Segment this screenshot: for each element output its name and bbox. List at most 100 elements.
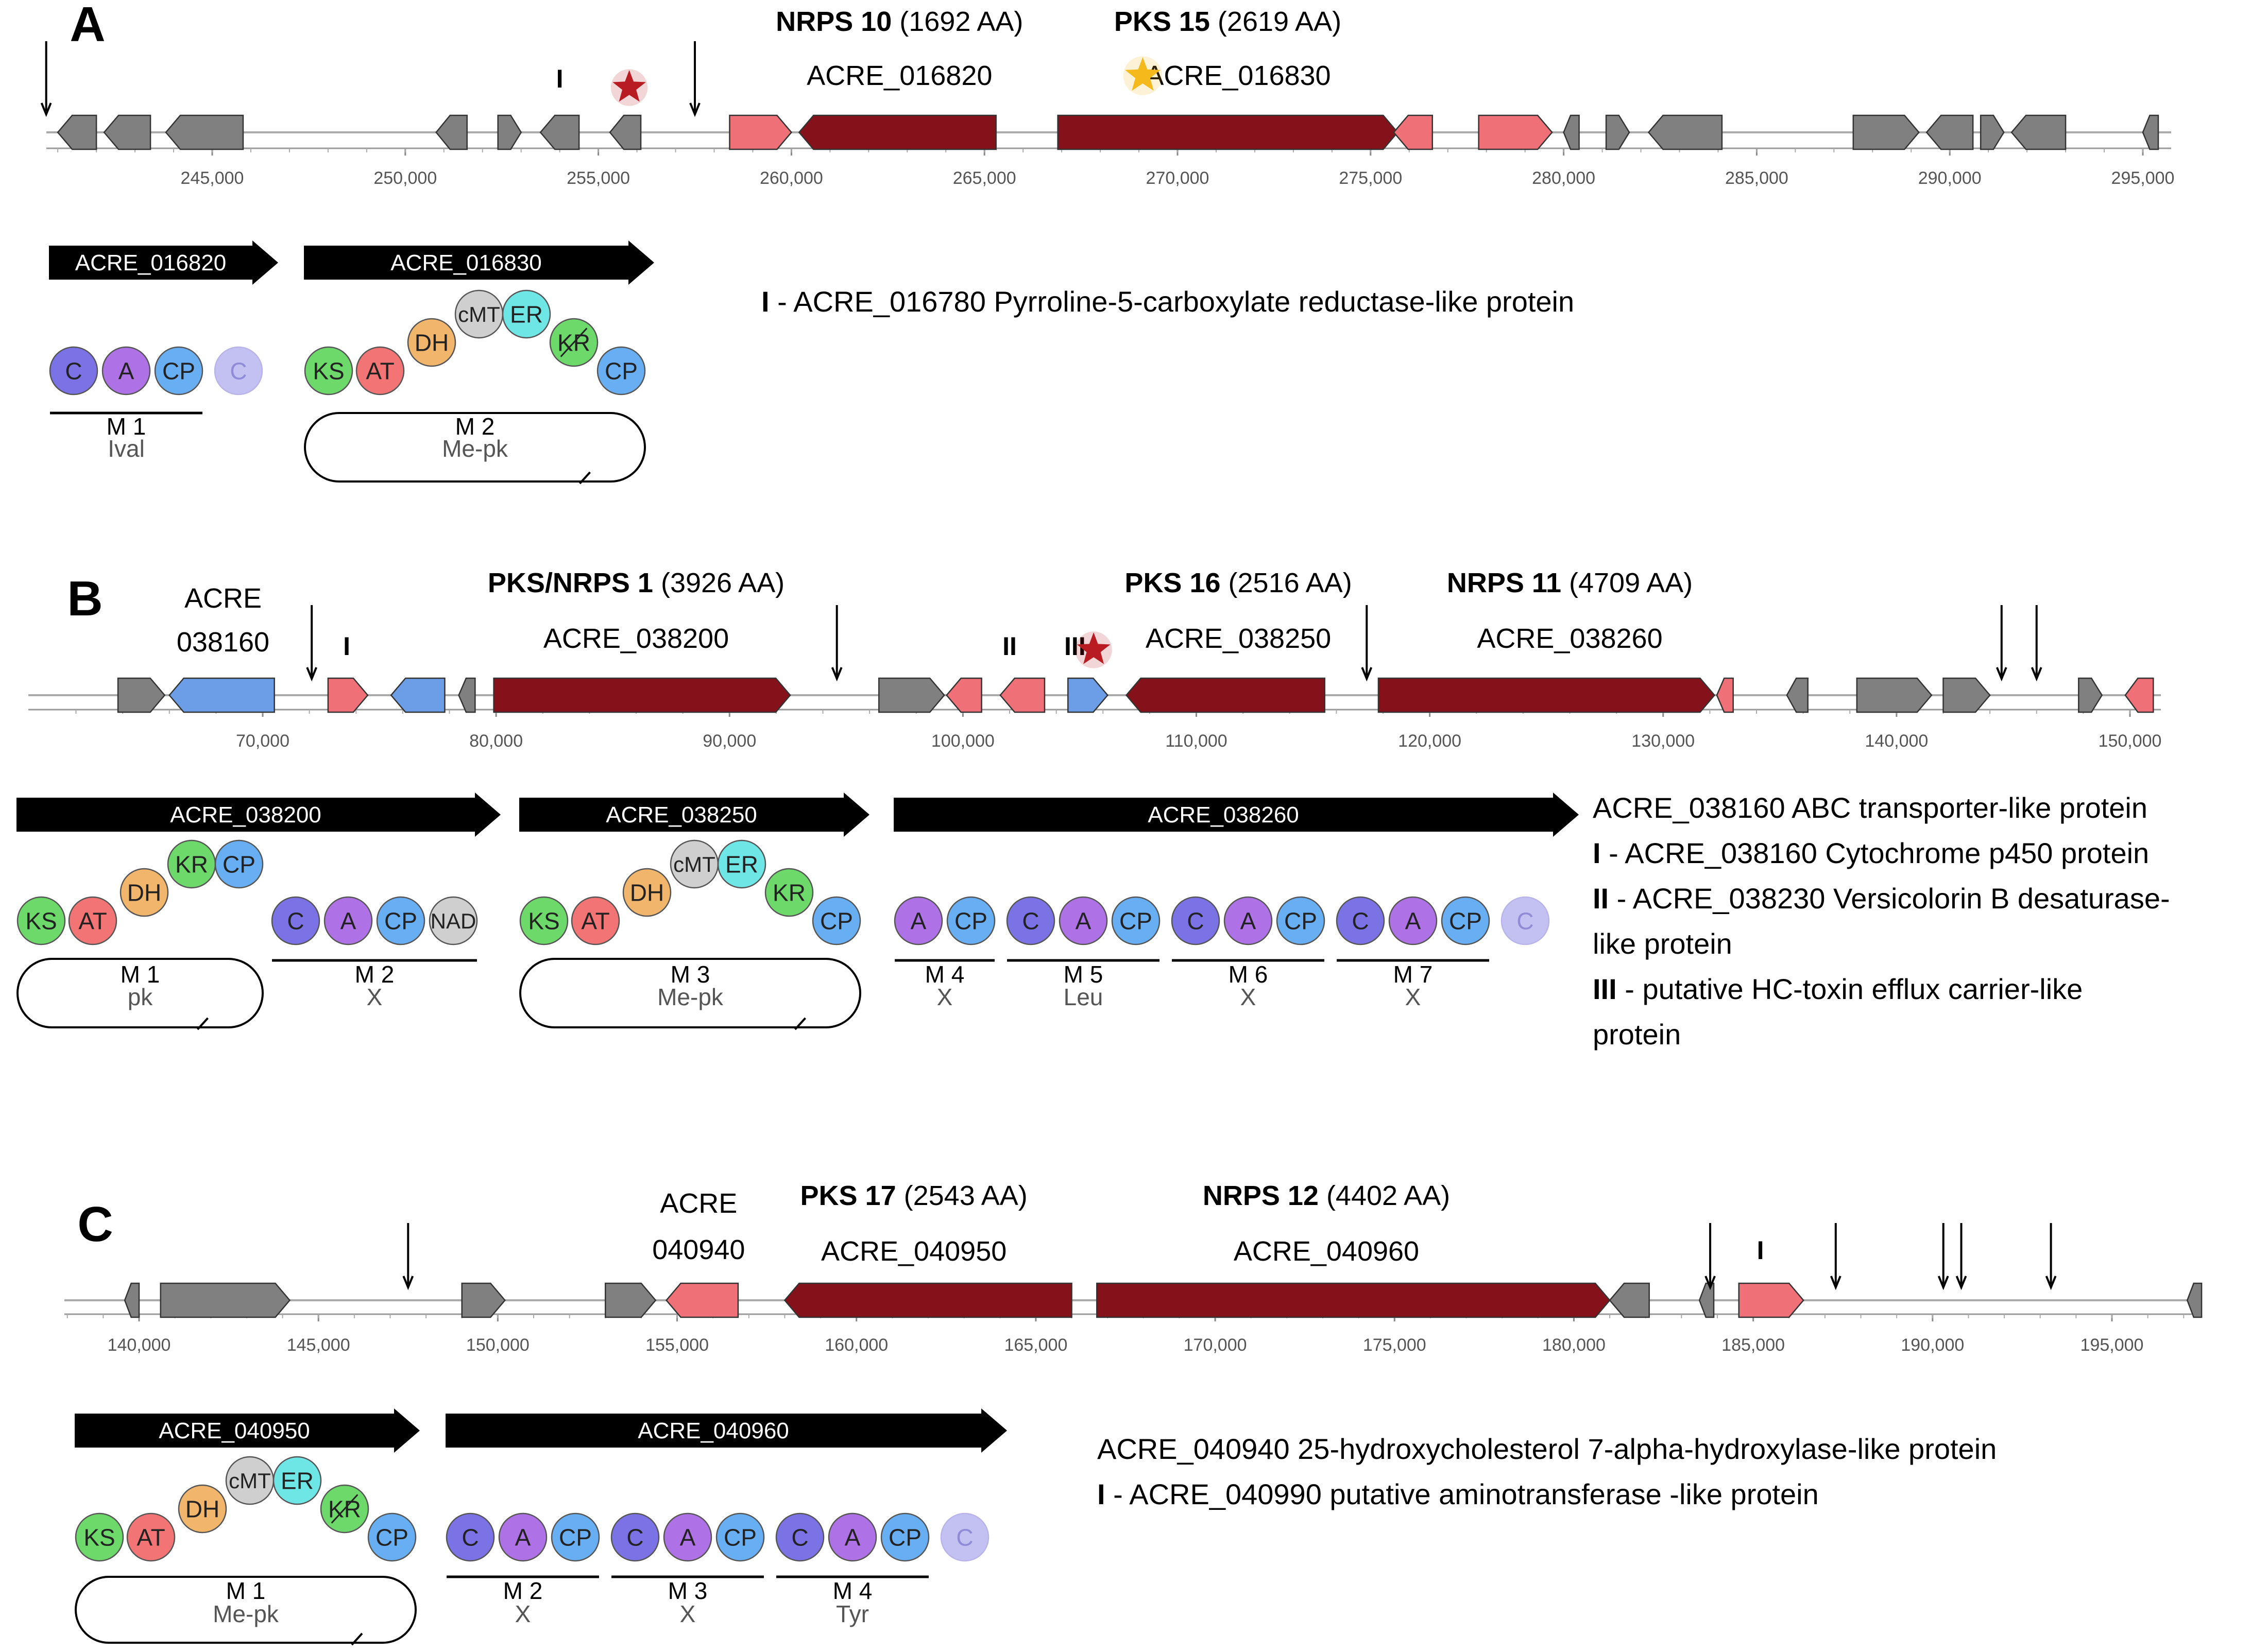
domain-label: C [1022, 908, 1039, 935]
domain-circle [272, 1456, 322, 1505]
domain-circle [498, 1512, 548, 1562]
gene-arrow [168, 677, 275, 713]
cluster-name: PKS 17 [800, 1180, 896, 1211]
domain-kr: KR [764, 868, 814, 917]
domain-label: CP [605, 358, 638, 385]
domain-circle [596, 346, 646, 395]
domain-circle [376, 896, 425, 945]
cluster-gene-id: ACRE_038250 [1146, 623, 1331, 654]
axis-tick-label: 145,000 [287, 1335, 350, 1355]
axis-tick-label: 290,000 [1918, 168, 1982, 188]
domain-label: CP [162, 358, 195, 385]
gene-arrow [1980, 114, 2005, 150]
domain-circle [1111, 896, 1161, 945]
protein-id: ACRE_016820 [75, 250, 227, 276]
axis-tick-label: 245,000 [181, 168, 244, 188]
legend-numeral: I [1097, 1478, 1105, 1510]
module-name: M 3 [668, 1577, 708, 1604]
domain-circle [16, 896, 66, 945]
cluster-title: PKS 15 (2619 AA) [1114, 6, 1341, 37]
legend-line: II - ACRE_038230 Versicolorin B desatura… [1593, 882, 2170, 915]
protein-id: ACRE_040960 [638, 1418, 789, 1443]
domain-c: C [271, 896, 320, 945]
protein-arrow [49, 240, 278, 285]
legend-numeral: I [761, 285, 770, 318]
gene-arrow [1067, 677, 1109, 713]
axis-tick-label: 190,000 [1901, 1335, 1964, 1355]
arrow-head [1937, 1276, 1949, 1290]
axis-tick-label: 255,000 [567, 168, 630, 188]
gene-numeral: I [1757, 1236, 1764, 1265]
gene-arrow [1647, 114, 1723, 150]
domain-label: A [118, 358, 134, 385]
domain-label: C [462, 1524, 479, 1551]
domain-cp: CP [551, 1512, 600, 1562]
protein-id: ACRE_040950 [159, 1418, 310, 1443]
arrow-head [1955, 1276, 1967, 1290]
gene-arrow [1377, 677, 1716, 713]
domain-circle [355, 346, 405, 395]
legend-line: I - ACRE_040990 putative aminotransferas… [1097, 1478, 1819, 1510]
down-arrow-icon [831, 605, 843, 682]
protein-arrow [894, 793, 1579, 837]
domain-circle [407, 318, 456, 367]
cluster-title: PKS 17 (2543 AA) [800, 1180, 1028, 1211]
gene-label-line1: ACRE [184, 583, 262, 614]
module-substrate: Leu [1064, 984, 1103, 1010]
domain-label: DH [185, 1496, 219, 1523]
domain-a: A [101, 346, 151, 395]
gene-arrow [1786, 677, 1809, 713]
domain-a: A [663, 1512, 712, 1562]
cluster-title: NRPS 12 (4402 AA) [1203, 1180, 1450, 1211]
module-substrate: X [937, 984, 953, 1010]
domain-circle [894, 896, 943, 945]
domain-kr: KR [549, 318, 599, 367]
module-name: M 2 [455, 413, 495, 440]
cluster-length: (4709 AA) [1561, 567, 1693, 598]
domain-a: A [828, 1512, 877, 1562]
axis-tick-label: 155,000 [645, 1335, 709, 1355]
domain-label: KS [25, 908, 57, 935]
domain-a: A [1223, 896, 1273, 945]
cluster-gene-id: ACRE_040950 [821, 1236, 1007, 1267]
domain-ks: KS [16, 896, 66, 945]
down-arrow-icon [689, 41, 701, 117]
domain-cp: CP [880, 1512, 930, 1562]
domain-label: KR [175, 851, 208, 878]
axis-tick-label: 280,000 [1532, 168, 1595, 188]
arrow-head [2031, 667, 2042, 682]
down-arrow-icon [1996, 605, 2007, 682]
domain-label: CP [384, 908, 417, 935]
domain-cmt: cMT [454, 289, 504, 339]
domain-circle [1441, 896, 1490, 945]
gene-arrow [160, 1282, 291, 1318]
domain-label: cMT [673, 852, 715, 876]
domain-label: AT [78, 908, 107, 935]
module-name: M 4 [833, 1577, 873, 1604]
arrow-head [1361, 667, 1373, 682]
domain-dh: DH [622, 868, 672, 917]
legend-line: I - ACRE_016780 Pyrroline-5-carboxylate … [761, 285, 1574, 318]
gene-arrow [124, 1282, 140, 1318]
gene-arrow [946, 677, 982, 713]
gene-arrow [390, 677, 446, 713]
axis-tick-label: 110,000 [1165, 731, 1227, 751]
domain-label: CP [376, 1524, 408, 1551]
module-name: M 7 [1393, 961, 1433, 988]
down-arrow-icon [1830, 1223, 1841, 1290]
axis-tick-label: 70,000 [236, 731, 289, 751]
domain-circle [519, 896, 569, 945]
gene-arrow [609, 114, 642, 150]
domain-label: C [626, 1524, 643, 1551]
gene-arrow [729, 114, 793, 150]
gene-arrow [2186, 1282, 2203, 1318]
domain-label: DH [415, 330, 449, 356]
domain-label: A [911, 908, 927, 935]
domain-c: C [1006, 896, 1055, 945]
inactive-cross [560, 328, 588, 357]
domain-circle [764, 868, 814, 917]
